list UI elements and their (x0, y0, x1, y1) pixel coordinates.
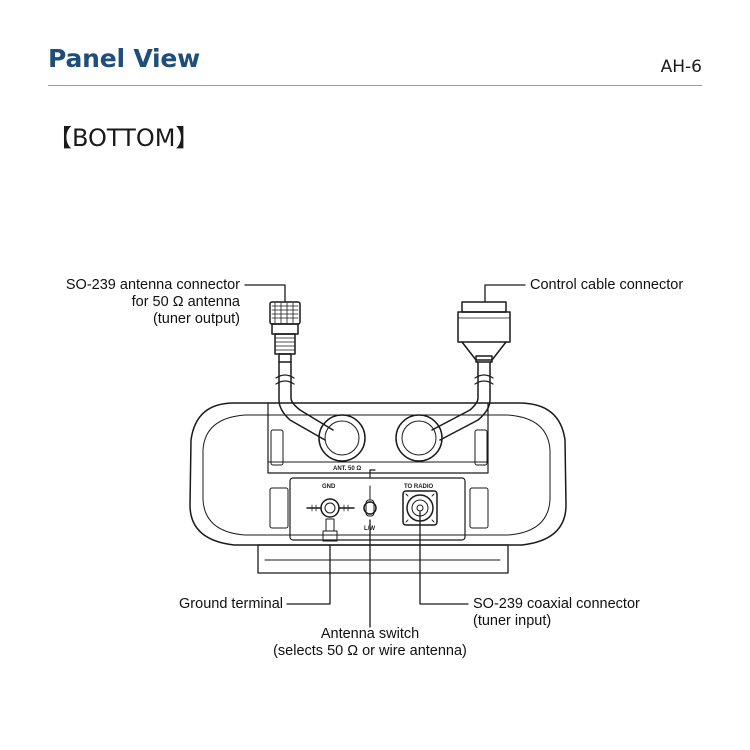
callout-ground-terminal: Ground terminal (100, 596, 283, 613)
callout-line: (tuner input) (473, 613, 552, 629)
section-heading: 【BOTTOM】 (48, 124, 200, 152)
callout-line: (selects 50 Ω or wire antenna) (273, 643, 467, 659)
ant-50-label: ANT. 50 Ω (333, 466, 361, 472)
to-radio-label: TO RADIO (404, 484, 434, 490)
callout-line: for 50 Ω antenna (131, 294, 240, 310)
so239-coaxial-connector-icon (402, 490, 438, 526)
antenna-switch-icon (363, 469, 377, 517)
callout-line: SO-239 antenna connector (65, 277, 240, 293)
callout-coaxial-connector: SO-239 coaxial connector (tuner input) (473, 596, 640, 630)
antenna-cable (275, 361, 334, 441)
ground-terminal-icon (306, 498, 355, 542)
so239-antenna-connector-icon (269, 301, 301, 363)
header-divider (48, 85, 702, 86)
cable-grommets (318, 414, 443, 462)
model-label: AH-6 (660, 57, 702, 77)
callout-line: (tuner output) (152, 311, 240, 327)
page-title: Panel View (48, 44, 201, 73)
switch-lw-label: L/W (364, 526, 375, 532)
callout-line: Antenna switch (320, 626, 420, 642)
callout-line: Control cable connector (530, 277, 684, 293)
callout-antenna-switch: Antenna switch (selects 50 Ω or wire ant… (250, 626, 490, 660)
leader-lines (244, 284, 526, 628)
gnd-label: GND (322, 484, 336, 490)
control-cable (431, 361, 494, 441)
callout-line: Ground terminal (179, 596, 283, 612)
callout-antenna-connector: SO-239 antenna connector for 50 Ω antenn… (40, 277, 240, 328)
control-cable-connector-icon (457, 301, 511, 363)
callout-line: SO-239 coaxial connector (473, 596, 640, 612)
callout-control-cable: Control cable connector (530, 277, 683, 294)
tuner-body (189, 402, 567, 574)
